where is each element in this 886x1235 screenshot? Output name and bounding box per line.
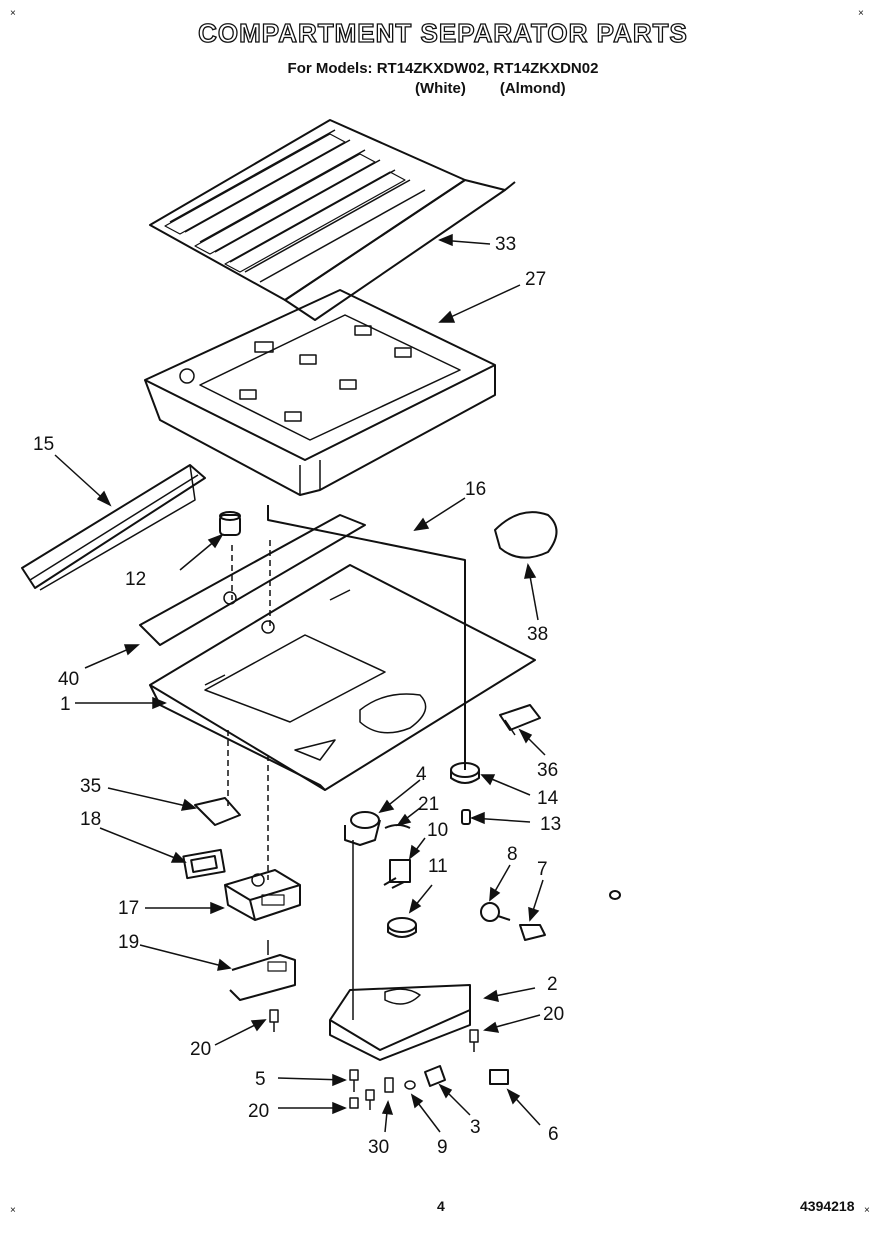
callout-1: 1 [60, 694, 71, 715]
screw-group [269, 1009, 479, 1110]
callout-11: 11 [428, 856, 448, 877]
callout-16: 16 [465, 479, 486, 500]
callout-33: 33 [495, 234, 516, 255]
corner-mark: × [858, 8, 864, 19]
callout-20-c: 20 [248, 1101, 269, 1122]
part-10-switch [383, 859, 411, 889]
callout-14: 14 [537, 788, 559, 809]
callout-12: 12 [125, 569, 146, 590]
part-19-mount [229, 940, 296, 1001]
part-2-lower-housing [329, 984, 471, 1061]
part-13-shaft [461, 809, 471, 825]
callout-19: 19 [118, 932, 139, 953]
part-27-separator-tray [144, 289, 496, 496]
part-15-rail [21, 464, 206, 591]
part-14-knob [450, 762, 480, 784]
part-7-socket [519, 924, 546, 941]
part-11-dial [387, 917, 417, 938]
part-4-housing [344, 811, 381, 846]
callout-17: 17 [118, 898, 139, 919]
callout-35: 35 [80, 776, 101, 797]
callout-40: 40 [58, 669, 79, 690]
callout-10: 10 [427, 820, 448, 841]
page-title: COMPARTMENT SEPARATOR PARTS [197, 17, 688, 48]
part-marker [609, 890, 621, 900]
part-33-shelf-cover [149, 119, 516, 321]
document-number: 4394218 [800, 1198, 855, 1214]
color-white-label: (White) [415, 80, 466, 97]
part-18-lens [182, 848, 226, 880]
part-3-connector [424, 1065, 446, 1087]
callout-15: 15 [33, 434, 54, 455]
corner-mark: × [864, 1205, 870, 1216]
part-16-wire-rod [267, 505, 466, 770]
callout-8: 8 [507, 844, 518, 865]
callout-18: 18 [80, 809, 101, 830]
part-40-trim [139, 514, 366, 646]
part-35-bracket [194, 797, 241, 826]
page-number: 4 [437, 1198, 445, 1214]
part-6-switch-cap [489, 1069, 509, 1085]
part-12-grommet [219, 511, 241, 536]
callout-20-b: 20 [190, 1039, 211, 1060]
callout-27: 27 [525, 269, 546, 290]
part-38-gasket [494, 511, 558, 559]
callout-2: 2 [547, 974, 558, 995]
callout-21: 21 [418, 794, 439, 815]
callout-7: 7 [537, 859, 548, 880]
callout-20-a: 20 [543, 1004, 564, 1025]
model-colors: (White) (Almond) [415, 80, 600, 97]
callout-4: 4 [416, 764, 427, 785]
color-almond-label: (Almond) [499, 80, 566, 97]
part-1-base-plate [149, 564, 536, 791]
callout-6: 6 [548, 1124, 559, 1145]
callout-30: 30 [368, 1137, 389, 1158]
callout-13: 13 [540, 814, 561, 835]
models-line: For Models: RT14ZKXDW02, RT14ZKXDN02 [287, 60, 599, 77]
callout-38: 38 [527, 624, 548, 645]
part-36-block [499, 704, 541, 736]
part-8-bulb [480, 902, 511, 922]
callout-5: 5 [255, 1069, 266, 1090]
callout-3: 3 [470, 1117, 481, 1138]
corner-mark: × [10, 8, 16, 19]
corner-mark: × [10, 1205, 16, 1216]
part-17-control-box [224, 869, 301, 921]
callout-9: 9 [437, 1137, 448, 1158]
callout-36: 36 [537, 760, 558, 781]
